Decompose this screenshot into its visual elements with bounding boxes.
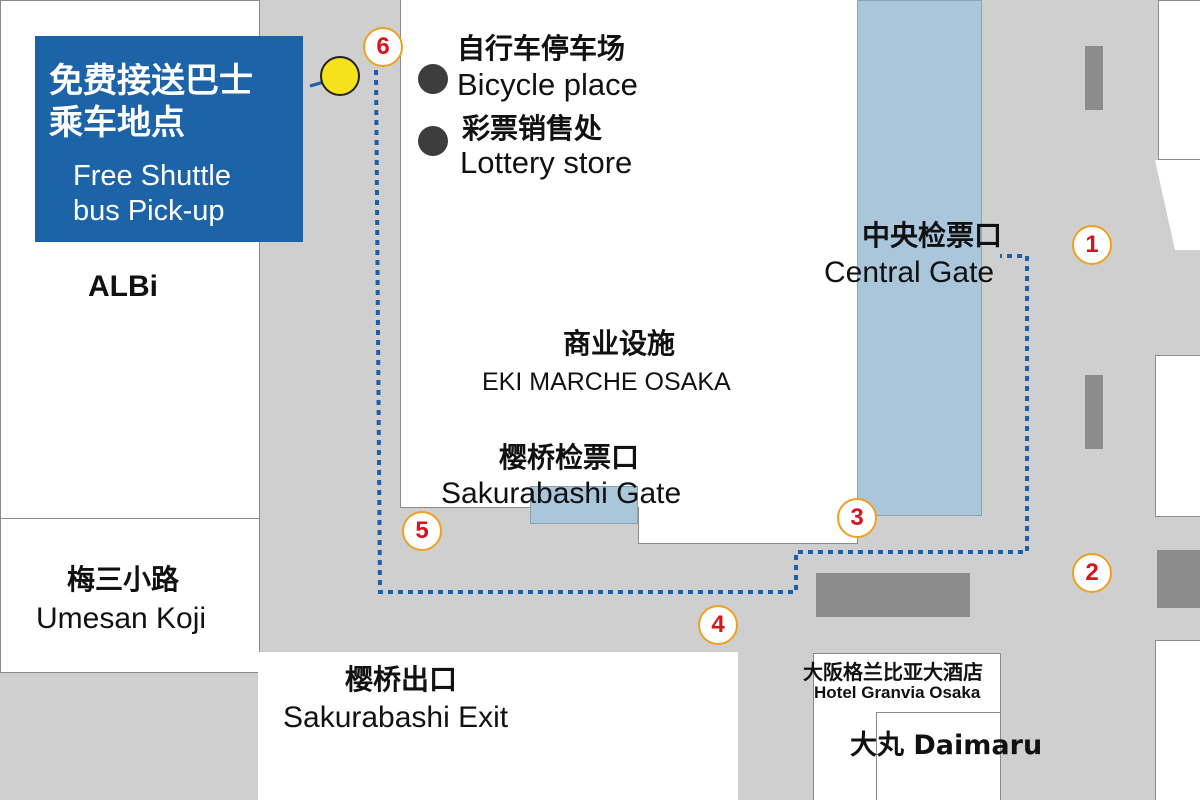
crossing-block-right	[1157, 550, 1200, 608]
pillar-2	[1085, 375, 1103, 449]
daimaru-label: 大丸 Daimaru	[850, 730, 1043, 761]
shuttle-en-line1: Free Shuttle	[73, 160, 231, 192]
eki-marche-building	[400, 0, 858, 508]
umesan-koji-building	[0, 518, 260, 673]
marker-4: 4	[698, 605, 738, 645]
sakurabashi-gate-label-en: Sakurabashi Gate	[441, 477, 682, 510]
central-gate-label-en: Central Gate	[824, 256, 995, 289]
sakurabashi-gate-label-zh: 樱桥检票口	[499, 441, 640, 474]
shuttle-title-line1: 免费接送巴士	[49, 61, 253, 101]
marker-2: 2	[1072, 553, 1112, 593]
hotel-granvia-label-en: Hotel Granvia Osaka	[814, 683, 981, 702]
marker-5: 5	[402, 511, 442, 551]
route-line	[374, 69, 1029, 594]
commercial-facility-label-zh: 商业设施	[563, 327, 676, 360]
hotel-granvia-label-zh: 大阪格兰比亚大酒店	[803, 660, 983, 684]
lottery-store-label-zh: 彩票销售处	[462, 112, 603, 145]
umesan-koji-label-zh: 梅三小路	[67, 563, 180, 596]
daimaru-building	[876, 712, 1001, 800]
commercial-facility-label-en: EKI MARCHE OSAKA	[482, 368, 731, 396]
lottery-store-label-en: Lottery store	[460, 145, 633, 180]
lottery-store-marker	[418, 126, 448, 156]
pickup-point-marker	[320, 56, 360, 96]
central-gate-label-zh: 中央检票口	[862, 219, 1003, 252]
right-building-bottom	[1155, 640, 1200, 800]
albi-label: ALBi	[88, 270, 158, 303]
shuttle-title-line2: 乘车地点	[49, 103, 185, 143]
marker-1: 1	[1072, 225, 1112, 265]
sakurabashi-exit-label-en: Sakurabashi Exit	[283, 701, 509, 734]
shuttle-en-line2: bus Pick-up	[73, 195, 225, 227]
platform-area	[857, 0, 982, 516]
crossing-block	[816, 573, 970, 617]
bicycle-place-marker	[418, 64, 448, 94]
marker-6: 6	[363, 27, 403, 67]
umesan-koji-label-en: Umesan Koji	[36, 602, 207, 635]
marker-3: 3	[837, 498, 877, 538]
shuttle-pickup-box: 免费接送巴士 乘车地点 Free Shuttle bus Pick-up	[35, 36, 303, 242]
right-building-top	[1158, 0, 1200, 160]
pillar-1	[1085, 46, 1103, 110]
bicycle-place-label-en: Bicycle place	[457, 67, 638, 102]
sakurabashi-exit-label-zh: 樱桥出口	[345, 663, 458, 696]
sakurabashi-gate-block	[530, 486, 638, 524]
sakurabashi-exit-area	[258, 652, 738, 800]
bicycle-place-label-zh: 自行车停车场	[457, 32, 626, 65]
right-building-mid	[1155, 355, 1200, 517]
